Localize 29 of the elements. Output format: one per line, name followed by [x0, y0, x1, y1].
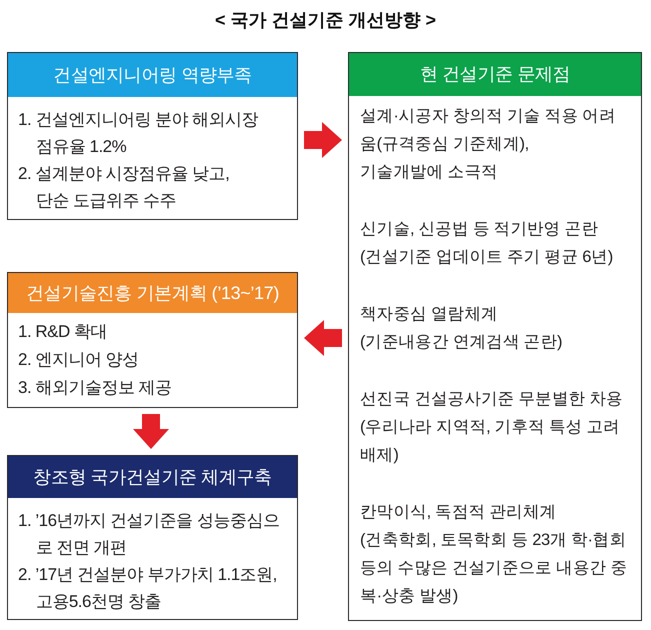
body-text: 설계·시공자 창의적 기술 적용 어려움(규격중심 기준체계), [360, 106, 617, 155]
title: < 국가 건설기준 개선방향 > [214, 9, 436, 32]
arrow [304, 320, 342, 356]
body-text: 책자중심 열람체계 [360, 304, 499, 325]
body-text: (건설기준 업데이트 주기 평균 6년) [360, 247, 614, 268]
list-item: 1. 건설엔지니어링 분야 해외시장 점유율 1.2% [18, 109, 260, 158]
body-text: (기준내용간 연계검색 곤란) [360, 332, 564, 353]
card-header: 창조형 국가건설기준 체계구축 [8, 456, 297, 498]
card-header: 건설엔지니어링 역량부족 [8, 53, 297, 97]
card-header: 현 건설기준 문제점 [349, 53, 641, 96]
body-text: 칸막이식, 독점적 관리체계 [360, 502, 558, 523]
list-item: 1. R&D 확대 [18, 321, 108, 343]
body-text: 신기술, 신공법 등 적기반영 곤란 [360, 219, 599, 240]
card-header: 건설기술진흥 기본계획 (’13~’17) [8, 273, 297, 313]
list-item: 2. 설계분야 시장점유율 낮고, 단순 도급위주 수주 [18, 163, 230, 212]
body-text: (우리나라 지역적, 기후적 특성 고려 배제) [360, 417, 621, 466]
arrow [133, 414, 169, 449]
card [7, 455, 298, 620]
body-text: 선진국 건설공사기준 무분별한 차용 [360, 389, 624, 410]
arrow [304, 122, 342, 158]
list-item: 2. ’17년 건설분야 부가가치 1.1조원, 고용5.6천명 창출 [18, 564, 278, 613]
body-text: (건축학회, 토목학회 등 23개 학·협회 등의 수많은 건설기준으로 내용간 중복·상충 발생) [360, 530, 628, 607]
card [348, 52, 642, 621]
list-item: 2. 엔지니어 양성 [18, 349, 140, 371]
list-item: 1. ’16년까지 건설기준을 성능중심으로 전면 개편 [18, 510, 280, 559]
list-item: 3. 해외기술정보 제공 [18, 377, 173, 399]
body-text: 기술개발에 소극적 [360, 162, 499, 183]
card [7, 272, 298, 408]
card [7, 52, 298, 220]
